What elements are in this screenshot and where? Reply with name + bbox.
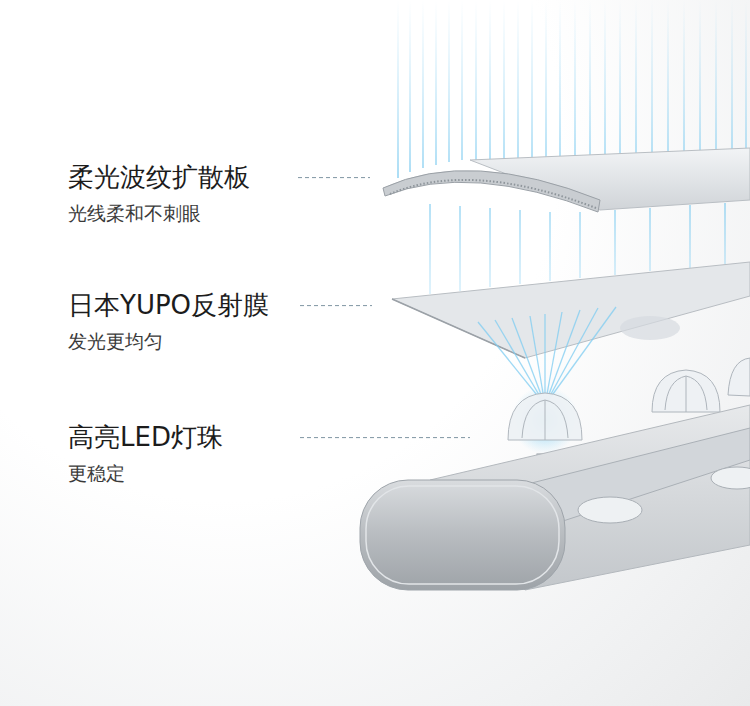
feature-note: 光线柔和不刺眼 [68,202,201,225]
feature-note: 更稳定 [68,462,125,485]
feature-heading: 柔光波纹扩散板 [68,162,250,193]
leader-line [300,437,470,438]
feature-heading: 高亮LED灯珠 [68,422,223,453]
leader-line [300,305,372,306]
feature-heading: 日本YUPO反射膜 [68,290,269,321]
leader-line [298,177,370,178]
feature-note: 发光更均匀 [68,330,163,353]
